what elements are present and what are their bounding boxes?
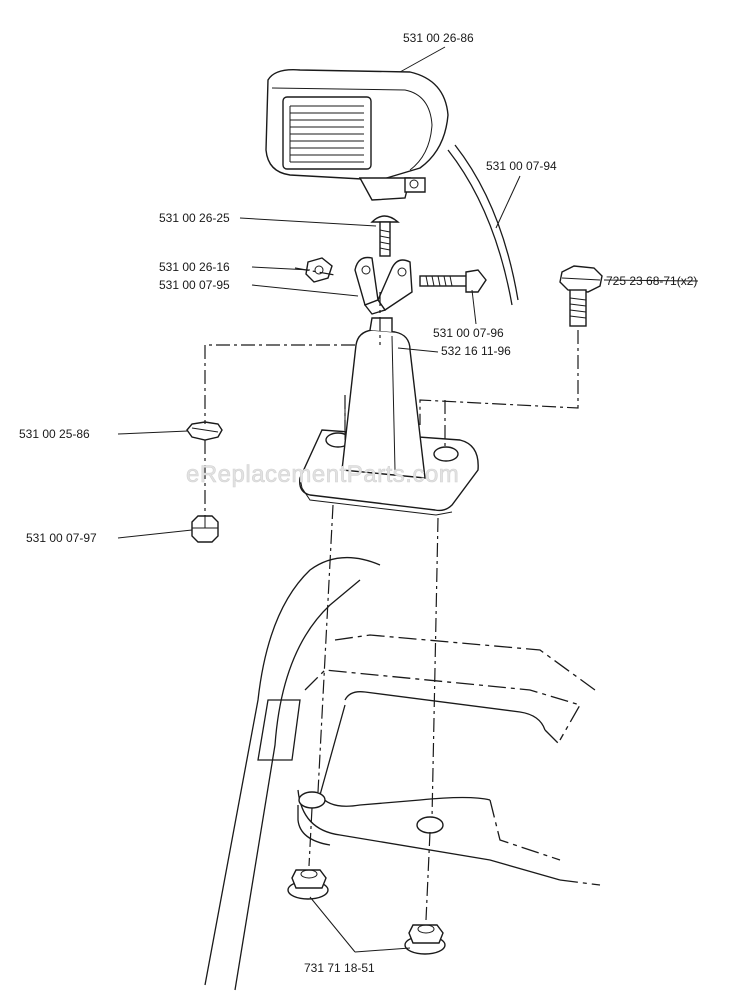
label-flange-nuts: 731 71 18-51: [304, 961, 375, 975]
small-nut: [305, 257, 333, 283]
label-pivot-bolt: 531 00 07-96: [433, 326, 504, 340]
hood-panel: [204, 556, 601, 991]
label-lamp: 531 00 26-86: [403, 31, 474, 45]
carriage-bolt: [370, 215, 400, 257]
mount-post: [299, 317, 479, 516]
pivot-bolt: [419, 269, 487, 293]
label-hex-bolt: 725 23 68-71(x2): [606, 274, 697, 288]
assembly-lines: [204, 267, 579, 921]
flange-nut-right: [404, 924, 446, 955]
u-bracket: [354, 256, 413, 315]
label-carriage-bolt: 531 00 26-25: [159, 211, 230, 225]
leader-lines: [117, 46, 699, 953]
label-small-nut: 531 00 26-16: [159, 260, 230, 274]
lock-nut: [191, 515, 219, 543]
lamp-bracket-rod: [447, 144, 519, 306]
work-lamp: [265, 69, 449, 201]
hex-bolt: [559, 265, 603, 327]
label-bracket: 531 00 07-95: [159, 278, 230, 292]
label-lock-nut: 531 00 07-97: [26, 531, 97, 545]
flange-nut-left: [287, 869, 329, 900]
watermark-text: eReplacementParts.com: [186, 461, 459, 488]
label-mount-post: 532 16 11-96: [441, 344, 511, 358]
label-washer: 531 00 25-86: [19, 427, 90, 441]
toothed-washer: [186, 421, 223, 441]
label-lamp-bracket-rod: 531 00 07-94: [486, 159, 557, 173]
